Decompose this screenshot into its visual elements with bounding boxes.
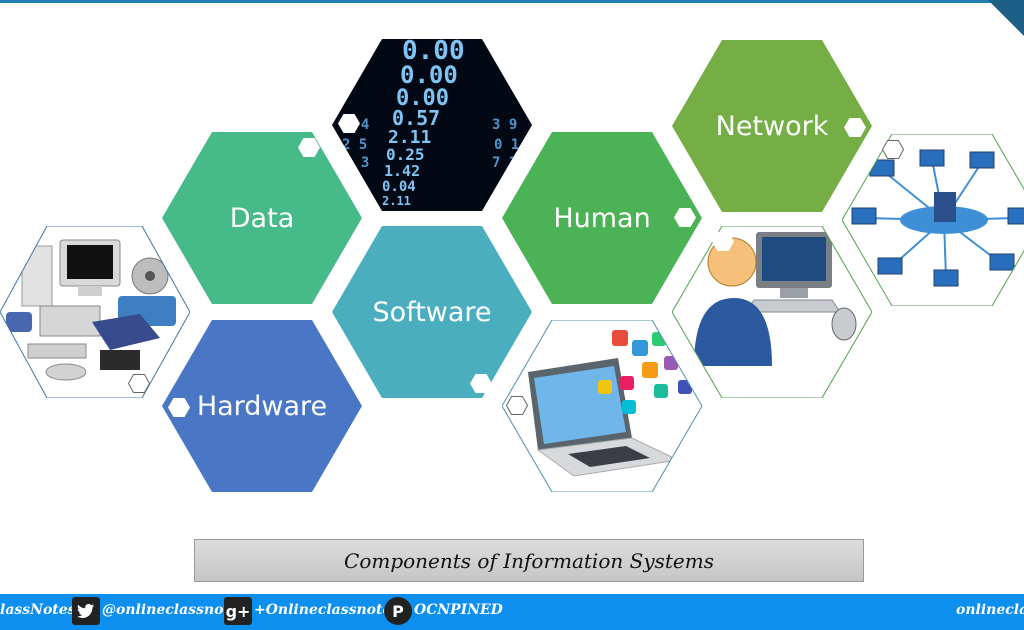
caption: Components of Information Systems: [194, 539, 864, 582]
svg-text:0.00: 0.00: [396, 86, 449, 111]
pinterest-icon[interactable]: P: [384, 597, 412, 625]
google-plus-icon[interactable]: g+: [224, 597, 252, 625]
svg-text:2.11: 2.11: [382, 194, 411, 208]
footer-left-text[interactable]: lassNotes: [0, 602, 76, 618]
hardware-label: Hardware: [196, 390, 328, 422]
hex-marker-network-image: [882, 140, 904, 159]
data-label: Data: [229, 202, 295, 234]
svg-text:2.11: 2.11: [388, 127, 431, 148]
footer-bar: lassNotes @onlineclassnote g+ +Onlinecla…: [0, 594, 1024, 630]
hex-marker-hardware: [168, 398, 190, 417]
hex-marker-network: [844, 118, 866, 137]
laptop-apps-image: [502, 320, 702, 492]
svg-text:0 1: 0 1: [494, 137, 519, 153]
svg-text:7 2: 7 2: [492, 155, 517, 171]
svg-text:2 5: 2 5: [342, 137, 367, 153]
svg-text:1.42: 1.42: [384, 162, 420, 180]
hex-marker-data: [298, 138, 320, 157]
hex-marker-hw-image: [128, 374, 150, 393]
corner-triangle: [988, 0, 1024, 36]
svg-text:1 3: 1 3: [344, 155, 369, 171]
hardware-hexagon: Hardware: [162, 320, 362, 492]
svg-text:0.00: 0.00: [402, 39, 465, 66]
network-label: Network: [715, 110, 829, 142]
svg-text:0.04: 0.04: [382, 179, 416, 195]
twitter-icon[interactable]: [72, 597, 100, 625]
hex-marker-laptop-image: [506, 396, 528, 415]
svg-text:0.57: 0.57: [392, 106, 440, 130]
footer-right-text[interactable]: onlineclass: [956, 602, 1024, 618]
human-label: Human: [553, 202, 651, 234]
binary-code-image: 0.00 0.00 0.00 0.57 2.11 0.25 1.42 0.04 …: [332, 39, 532, 211]
hardware-devices-image: [0, 226, 190, 398]
software-label: Software: [372, 296, 492, 328]
network-diagram-image: [842, 134, 1024, 306]
software-hexagon: Software: [332, 226, 532, 398]
hex-marker-software: [470, 374, 492, 393]
google-plus-handle[interactable]: +Onlineclassnotes: [254, 602, 400, 618]
hex-marker-human: [674, 208, 696, 227]
hex-marker-binary: [338, 114, 360, 133]
svg-text:0.00: 0.00: [400, 61, 458, 89]
top-rule: [0, 0, 1024, 3]
svg-text:3 9: 3 9: [492, 117, 517, 133]
svg-text:0.25: 0.25: [386, 145, 425, 164]
hex-marker-user: [712, 232, 734, 251]
twitter-handle[interactable]: @onlineclassnote: [102, 602, 239, 618]
pinterest-handle[interactable]: OCNPINED: [414, 602, 503, 618]
